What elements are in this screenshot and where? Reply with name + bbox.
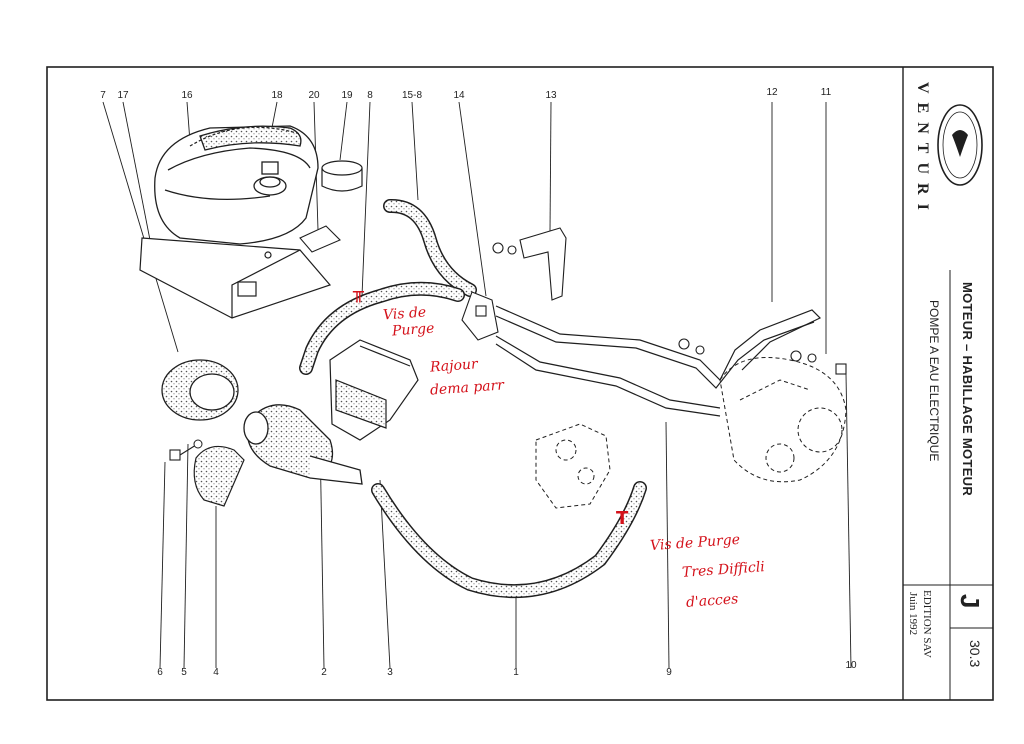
callout-top-12: 12 xyxy=(766,87,778,98)
callout-bottom-1: 1 xyxy=(513,667,519,678)
edition-date: Juin 1992 xyxy=(907,592,919,636)
clamp-strap-4 xyxy=(193,445,245,507)
hose-1-fill xyxy=(372,482,646,597)
purge-marker-bottom: T xyxy=(616,508,629,529)
callout-top-11: 11 xyxy=(820,87,832,98)
callout-top-19: 19 xyxy=(341,90,353,101)
strap-18 xyxy=(189,126,301,147)
callout-top-16: 16 xyxy=(181,90,193,101)
edition-label: EDITION SAV xyxy=(921,590,933,658)
manifold-assembly xyxy=(535,423,611,509)
callout-top-20: 20 xyxy=(308,90,320,101)
bracket-13 xyxy=(492,227,567,301)
support-ring-7 xyxy=(161,359,239,421)
callout-bottom-3: 3 xyxy=(387,667,393,678)
metal-pipes xyxy=(495,305,822,417)
page-frame xyxy=(46,66,994,701)
fitting-10-11 xyxy=(678,338,847,375)
page-letter: J xyxy=(955,594,985,609)
venturi-logo xyxy=(937,104,983,186)
callout-top-17: 17 xyxy=(117,90,129,101)
callout-top-7: 7 xyxy=(100,90,106,101)
callout-bottom-9: 9 xyxy=(666,667,672,678)
heat-shield-3 xyxy=(329,339,419,441)
callout-bottom-6: 6 xyxy=(157,667,163,678)
filler-cap-19 xyxy=(321,160,363,192)
callout-bottom-10: 10 xyxy=(845,660,857,671)
purge-marker-top: ╥ xyxy=(353,282,364,303)
callout-top-18: 18 xyxy=(271,90,283,101)
hose-15-8-fill xyxy=(384,200,476,296)
sheet-subtitle: POMPE A EAU ELECTRIQUE xyxy=(927,300,941,462)
expansion-tank-16 xyxy=(154,125,319,245)
engine-block xyxy=(719,357,847,483)
callout-top-15-8: 15-8 xyxy=(401,90,423,101)
callout-top-14: 14 xyxy=(453,90,465,101)
sheet-title: MOTEUR – HABILLAGE MOTEUR xyxy=(960,282,975,497)
bolt-6 xyxy=(169,444,197,461)
annotation-purge: Purge xyxy=(391,320,435,340)
clip-20 xyxy=(299,225,341,253)
washer-5 xyxy=(193,439,203,449)
callout-bottom-2: 2 xyxy=(321,667,327,678)
callout-bottom-4: 4 xyxy=(213,667,219,678)
annotation-rajour: Rajour xyxy=(429,356,479,376)
electric-water-pump-2 xyxy=(243,404,363,485)
page-number: 30.3 xyxy=(967,640,983,668)
pipe-clamp-14 xyxy=(461,291,499,341)
callout-bottom-5: 5 xyxy=(181,667,187,678)
callout-top-8: 8 xyxy=(367,90,373,101)
bracket-17 xyxy=(139,237,332,319)
hose-8-fill xyxy=(300,283,464,374)
brand-name: VENTURI xyxy=(914,82,931,219)
callout-top-13: 13 xyxy=(545,90,557,101)
